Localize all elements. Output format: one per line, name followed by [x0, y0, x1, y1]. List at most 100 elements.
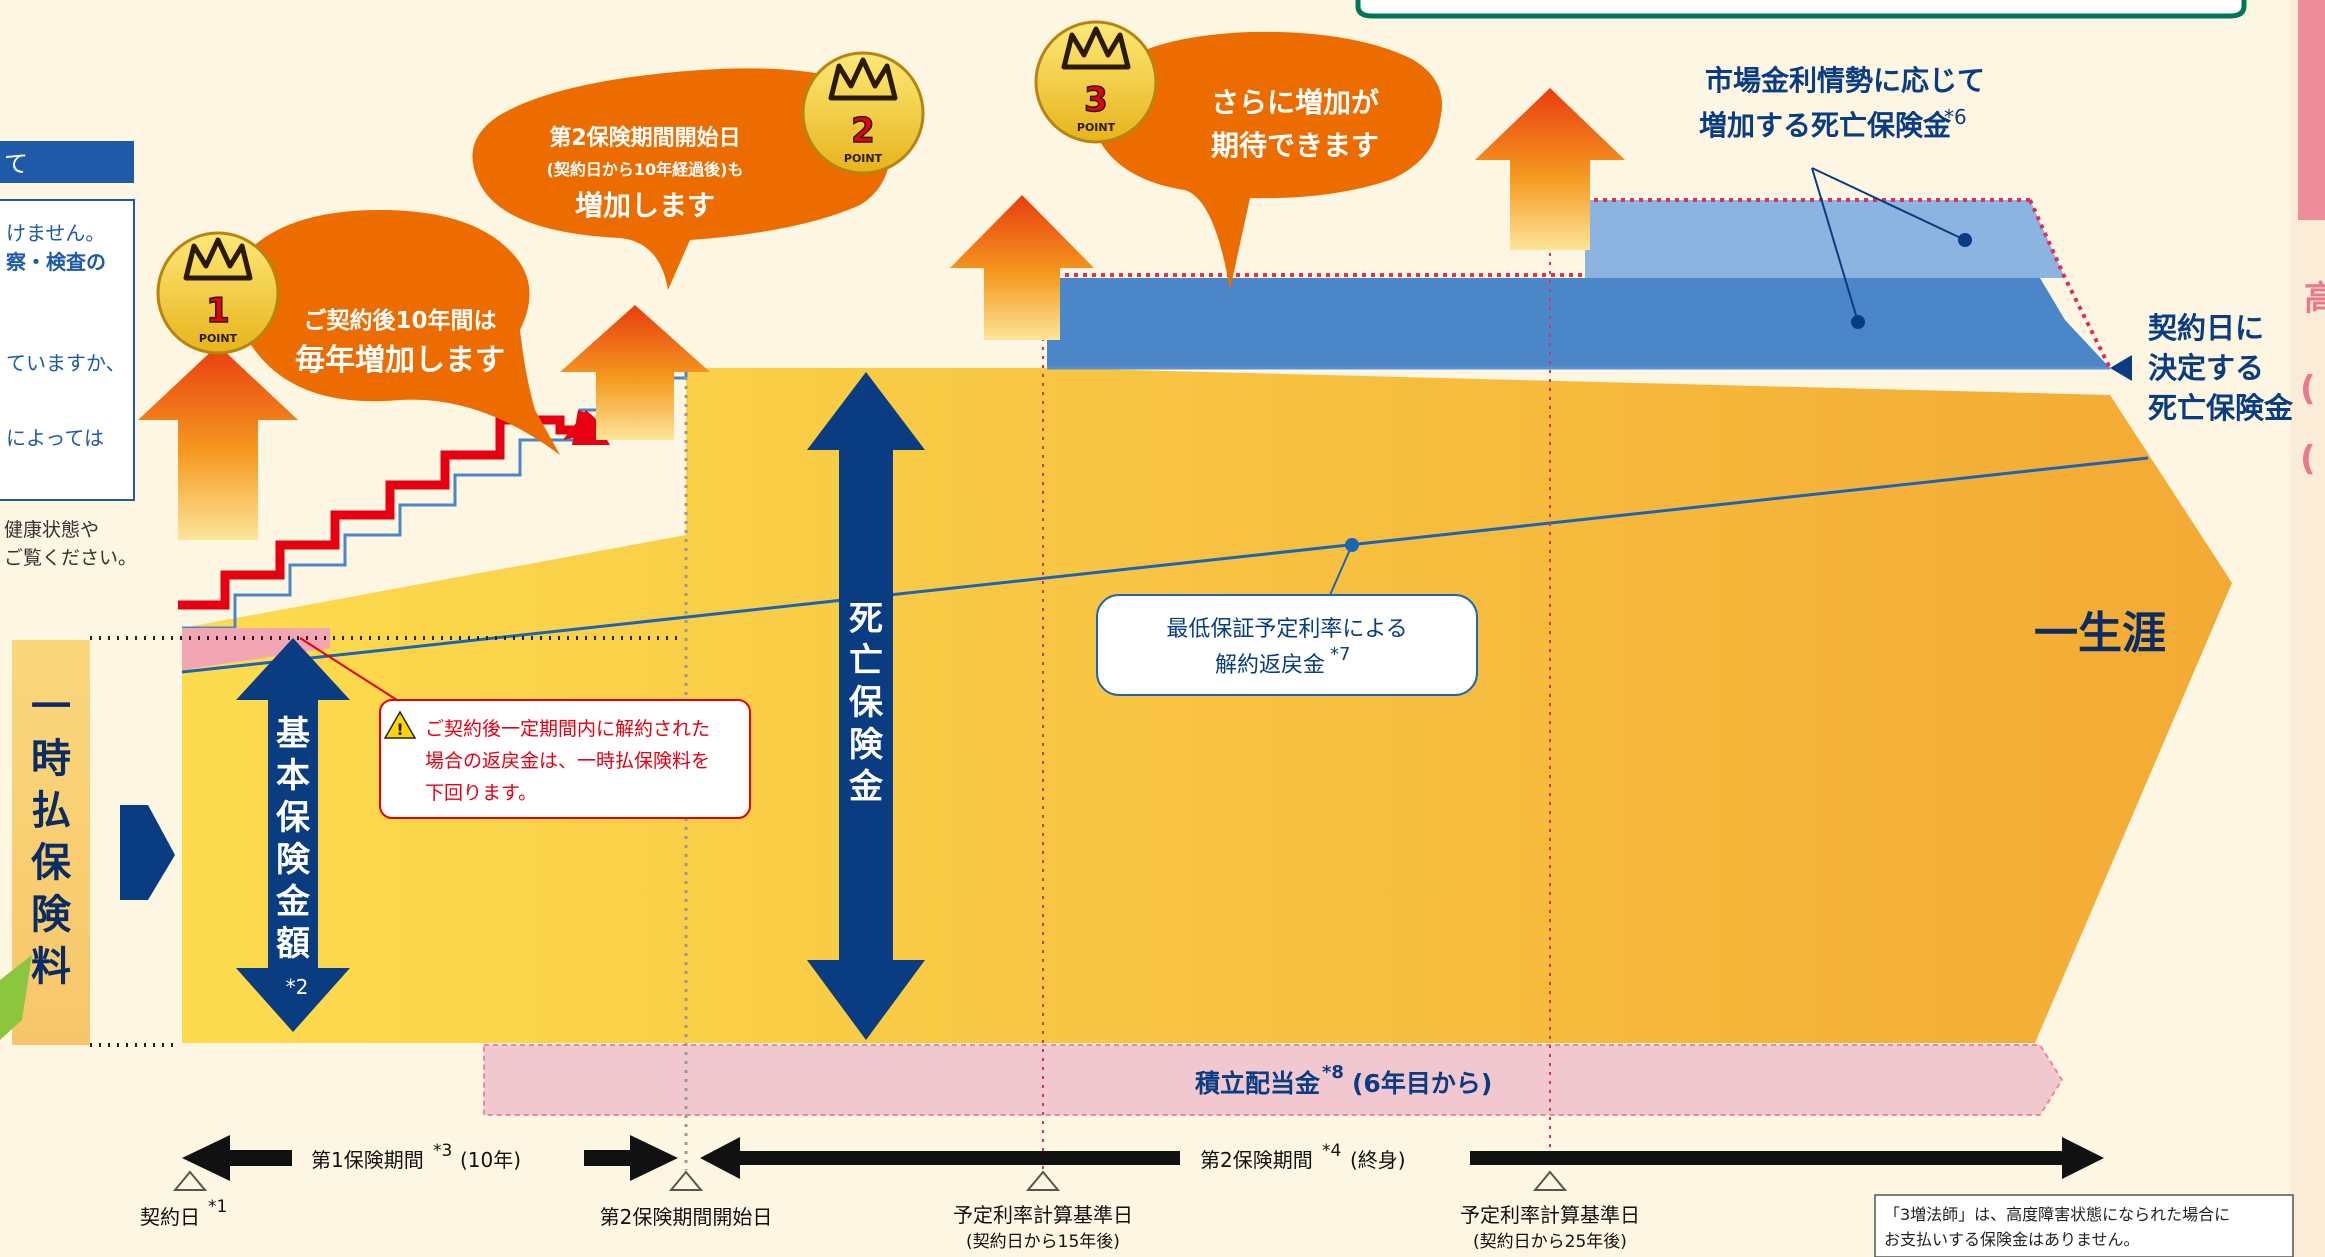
point-1-line1: ご契約後10年間は [303, 307, 496, 334]
point-2-line2: (契約日から10年経過後)も [547, 160, 744, 179]
footnote-box [1874, 1194, 2294, 1257]
premium-char: 料 [31, 944, 71, 990]
refund-callout-note: *7 [1330, 644, 1350, 665]
info-box [0, 199, 135, 501]
market-label-note: *6 [1944, 105, 1967, 129]
death-benefit-arrow [807, 372, 925, 1040]
market-label-line2: 増加する死亡保険金 [1699, 109, 1952, 142]
premium-char: 険 [31, 892, 72, 938]
decided-increase-layer [1047, 278, 2110, 368]
timeline-marker-contract [172, 1170, 208, 1191]
lifetime-label: 一生涯 [2034, 608, 2166, 659]
decided-label-line3: 死亡保険金 [2148, 391, 2294, 425]
market-label-line1: 市場金利情勢に応じて [1705, 64, 1985, 97]
rate-day-25-line2: (契約日から25年後) [1473, 1232, 1627, 1252]
point-1-callout: ご契約後10年間は 毎年増加します 1 POINT [156, 210, 560, 455]
rate-day-15-line1: 予定利率計算基準日 [953, 1203, 1133, 1227]
up-arrow-3 [950, 195, 1094, 340]
right-edge-glyph: ( [2300, 439, 2316, 479]
death-benefit-char: 亡 [849, 641, 883, 681]
coin-number: 3 [1084, 80, 1108, 120]
coin-word: POINT [844, 152, 883, 165]
point-2-callout: 第2保険期間開始日 (契約日から10年経過後)も 増加します 2 POINT [472, 51, 925, 290]
arrow-left-icon [700, 1137, 1180, 1179]
base-amount-note: *2 [286, 975, 309, 999]
arrow-right-icon [584, 1135, 678, 1181]
base-amount-char: 金 [275, 882, 311, 922]
premium-label: 一 時 払 保 険 料 [31, 684, 72, 990]
base-amount-char: 基 [276, 714, 310, 754]
contract-day-note: *1 [208, 1197, 227, 1217]
point-2-line1: 第2保険期間開始日 [549, 125, 740, 151]
period1-label: 第1保険期間 [311, 1148, 424, 1172]
warning-icon [383, 710, 417, 739]
decided-label-line2: 決定する [2148, 351, 2264, 385]
base-amount-char: 保 [276, 798, 311, 838]
period1-suffix: (10年) [460, 1148, 521, 1172]
decided-pointer-dot [1851, 315, 1865, 329]
decided-pointer-icon [2110, 355, 2132, 381]
point-2-bubble [472, 68, 903, 290]
dividend-band [483, 1044, 2064, 1116]
market-outline [2028, 199, 2112, 369]
dividend-suffix: (6年目から) [1352, 1069, 1492, 1098]
timeline-marker-second [668, 1170, 704, 1191]
death-benefit-char: 金 [848, 767, 884, 807]
premium-char: 払 [31, 788, 71, 834]
death-benefit-label: 死 亡 保 険 金 [848, 599, 884, 807]
point-3-line1: さらに増加が [1211, 86, 1379, 119]
premium-char: 一 [31, 684, 71, 730]
up-arrow-1 [138, 345, 298, 540]
death-benefit-char: 険 [849, 725, 884, 765]
timeline-marker-15 [1025, 1170, 1061, 1191]
dividend-note: *8 [1322, 1062, 1344, 1083]
coin-number: 2 [851, 111, 875, 151]
timeline-marker-25 [1532, 1170, 1568, 1191]
arrow-right-icon [1470, 1137, 2104, 1179]
decided-label-line1: 契約日に [2148, 311, 2264, 345]
info-box-line: 察・検査の [6, 250, 106, 274]
rate-day-15-line2: (契約日から15年後) [966, 1232, 1120, 1252]
base-amount-char: 本 [276, 756, 310, 796]
info-below-line: 健康状態や [4, 519, 99, 541]
coin-word: POINT [1077, 121, 1116, 134]
coin-crown-icon: 3 POINT [1034, 20, 1158, 144]
info-box-header [0, 141, 134, 183]
right-edge-glyph: ( [2300, 369, 2316, 409]
right-edge-glyph: 高 [2304, 279, 2325, 319]
market-pointer-dot [1958, 233, 1972, 247]
period1-note: *3 [433, 1141, 452, 1161]
green-arrow-fragment [0, 955, 32, 1040]
coin-number: 1 [206, 291, 230, 331]
increase-staircase [178, 415, 590, 610]
second-start-label: 第2保険期間開始日 [600, 1205, 773, 1229]
base-amount-char: 険 [276, 840, 311, 880]
refund-line [181, 456, 2149, 674]
contract-day-label: 契約日 [140, 1205, 200, 1229]
coin-word: POINT [199, 332, 238, 345]
warning-icon-mark: ! [396, 720, 403, 739]
info-box-header-text: て [4, 150, 28, 178]
period2-suffix: (終身) [1350, 1148, 1406, 1172]
death-benefit-char: 死 [849, 599, 883, 639]
point-1-bubble [231, 210, 560, 455]
info-below-line: ご覧ください。 [4, 547, 137, 569]
premium-char: 保 [31, 840, 72, 886]
market-increase-layer [1585, 200, 2065, 278]
death-benefit-char: 保 [849, 683, 884, 723]
market-pointer [1811, 167, 1966, 241]
warning-pointer [299, 637, 401, 703]
warning-line1: ご契約後一定期間内に解約された [425, 718, 710, 740]
coin-crown-icon: 1 POINT [156, 231, 280, 355]
base-amount-label: 基 本 保 険 金 額 [275, 714, 311, 964]
info-box-line: ていますか、 [6, 351, 126, 375]
refund-callout-pointer [1329, 544, 1353, 596]
up-arrow-4 [1475, 88, 1625, 250]
point-3-bubble [1091, 31, 1442, 290]
period2-label: 第2保険期間 [1200, 1148, 1313, 1172]
point-2-line3: 増加します [575, 189, 715, 222]
footnote-line2: お支払いする保険金はありません。 [1884, 1230, 2140, 1249]
info-box-line: によっては [6, 426, 104, 450]
